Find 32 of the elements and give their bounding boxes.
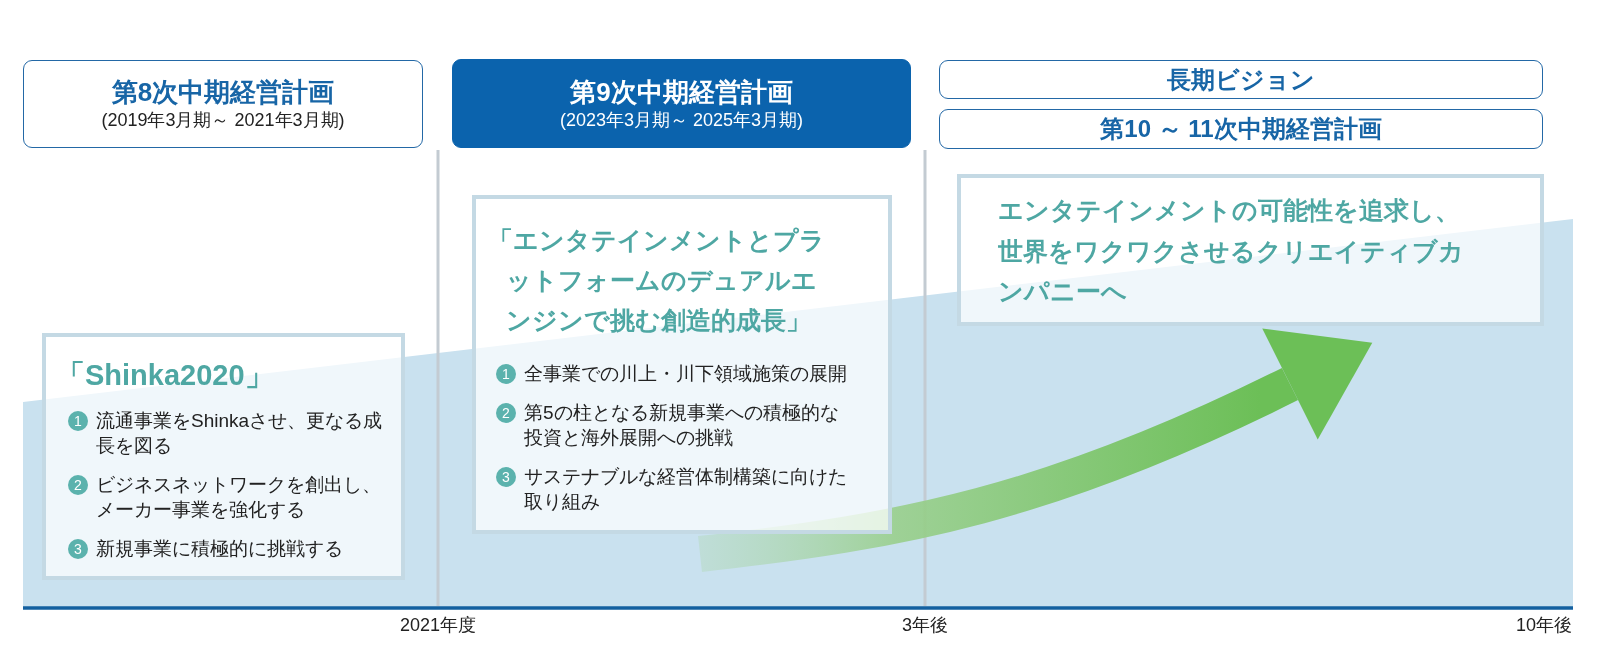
- list-item-text: ビジネスネットワークを創出し、メーカー事業を強化する: [96, 473, 382, 522]
- strategy-card: [472, 195, 892, 534]
- list-item-text: 新規事業に積極的に挑戦する: [96, 537, 344, 561]
- strategy-card: [42, 333, 405, 580]
- list-item-text: 第5の柱となる新規事業への積極的な投資と海外展開への挑戦: [524, 401, 840, 450]
- numbered-circle: 2: [68, 474, 88, 495]
- vision-card: [957, 174, 1544, 326]
- plan-title: 第8次中期経営計画: [111, 76, 335, 108]
- plan-header-box: [939, 109, 1543, 149]
- vision-header-box: [939, 60, 1543, 99]
- curved-arrow: [697, 328, 1373, 572]
- numbered-circle: 3: [68, 538, 88, 559]
- plan-title: 長期ビジョン: [1167, 64, 1315, 95]
- list-item-text: 全事業での川上・川下領域施策の展開: [524, 362, 848, 386]
- plan-header-box: [23, 60, 423, 148]
- numbered-circle: 2: [496, 402, 516, 423]
- card-heading: 「Shinka2020」: [56, 358, 275, 393]
- card-heading: 「エンタテインメントとプラットフォームのデュアルエンジンで挑む創造的成長」: [488, 225, 826, 336]
- numbered-circle: 1: [496, 363, 516, 384]
- plan-period: (2023年3月期～ 2025年3月期): [559, 108, 804, 132]
- vision-statement: エンタテインメントの可能性を追求し、世界をワクワクさせるクリエイティブカンパニーへ: [998, 195, 1465, 307]
- list-item-text: サステナブルな経営体制構築に向けた取り組み: [524, 465, 848, 514]
- axis-label: 10年後: [1515, 614, 1572, 636]
- numbered-circle: 1: [68, 410, 88, 431]
- numbered-circle: 3: [496, 466, 516, 487]
- axis-label: 2021年度: [399, 614, 476, 636]
- plan-title: 第10 ～ 11次中期経営計画: [1100, 114, 1382, 144]
- plan-period: (2019年3月期～ 2021年3月期): [101, 109, 345, 132]
- axis-label: 3年後: [902, 614, 948, 636]
- list-item-text: 流通事業をShinkaさせ、更なる成長を図る: [96, 409, 384, 458]
- plan-title: 第9次中期経営計画: [570, 75, 793, 108]
- plan-header-box: [452, 59, 911, 148]
